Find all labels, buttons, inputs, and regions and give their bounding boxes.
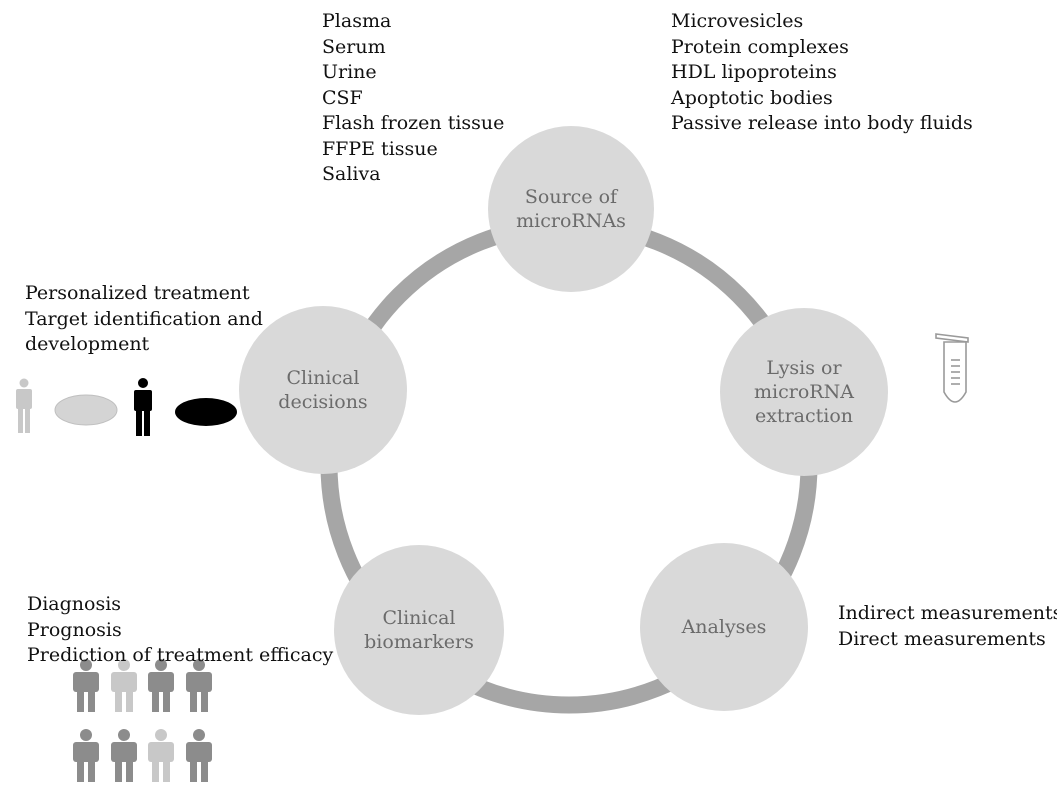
person-icon xyxy=(148,659,174,712)
list-item: Prognosis xyxy=(27,618,122,641)
biomarker-uses-list: Diagnosis Prognosis Prediction of treatm… xyxy=(27,592,333,669)
pill-icon xyxy=(175,398,237,426)
list-item: Direct measurements xyxy=(838,627,1046,650)
list-item: Passive release into body fluids xyxy=(671,112,973,134)
measurements-list: Indirect measurements Direct measurement… xyxy=(838,601,1057,652)
person-icon xyxy=(186,659,212,712)
list-item: CSF xyxy=(322,86,363,109)
list-item: Saliva xyxy=(322,163,381,185)
people-population-icon xyxy=(73,659,212,782)
list-item: Target identification and xyxy=(25,307,263,330)
node-source-of-micrornas: Source of microRNAs xyxy=(488,126,654,292)
person-icon xyxy=(73,729,99,782)
person-icon xyxy=(134,378,152,436)
list-item: Urine xyxy=(322,61,377,83)
list-item: Plasma xyxy=(322,10,392,32)
node-analyses: Analyses xyxy=(640,543,808,711)
list-item: Apoptotic bodies xyxy=(671,86,833,109)
person-icon xyxy=(148,729,174,782)
node-analyses-label: Analyses xyxy=(681,616,767,638)
node-biomarkers-label: Clinical biomarkers xyxy=(364,607,474,653)
node-clinical-biomarkers: Clinical biomarkers xyxy=(334,545,504,715)
person-icon xyxy=(16,378,32,433)
decision-uses-list: Personalized treatment Target identifica… xyxy=(25,281,263,358)
list-item: development xyxy=(25,333,150,355)
person-icon xyxy=(73,659,99,712)
release-mechanisms-list: Microvesicles Protein complexes HDL lipo… xyxy=(671,9,973,137)
node-clinical-decisions: Clinical decisions xyxy=(239,306,407,474)
node-decisions-label: Clinical decisions xyxy=(278,367,368,413)
list-item: HDL lipoproteins xyxy=(671,61,837,83)
tube-icon xyxy=(935,333,969,403)
sample-types-list: Plasma Serum Urine CSF Flash frozen tiss… xyxy=(322,9,504,188)
list-item: Indirect measurements xyxy=(838,602,1057,624)
list-item: Serum xyxy=(322,35,386,58)
list-item: Protein complexes xyxy=(671,35,849,58)
person-icon xyxy=(186,729,212,782)
pill-icon xyxy=(54,394,118,426)
list-item: Diagnosis xyxy=(27,593,122,615)
person-icon xyxy=(111,659,137,712)
list-item: Personalized treatment xyxy=(25,282,250,304)
node-lysis-extraction: Lysis or microRNA extraction xyxy=(720,308,888,476)
node-source-label: Source of microRNAs xyxy=(516,186,626,232)
list-item: Prediction of treatment efficacy xyxy=(27,644,334,666)
list-item: Flash frozen tissue xyxy=(322,112,505,134)
person-icon xyxy=(111,729,137,782)
list-item: FFPE tissue xyxy=(322,137,438,160)
list-item: Microvesicles xyxy=(671,10,804,32)
node-lysis-label: Lysis or microRNA extraction xyxy=(754,357,854,427)
